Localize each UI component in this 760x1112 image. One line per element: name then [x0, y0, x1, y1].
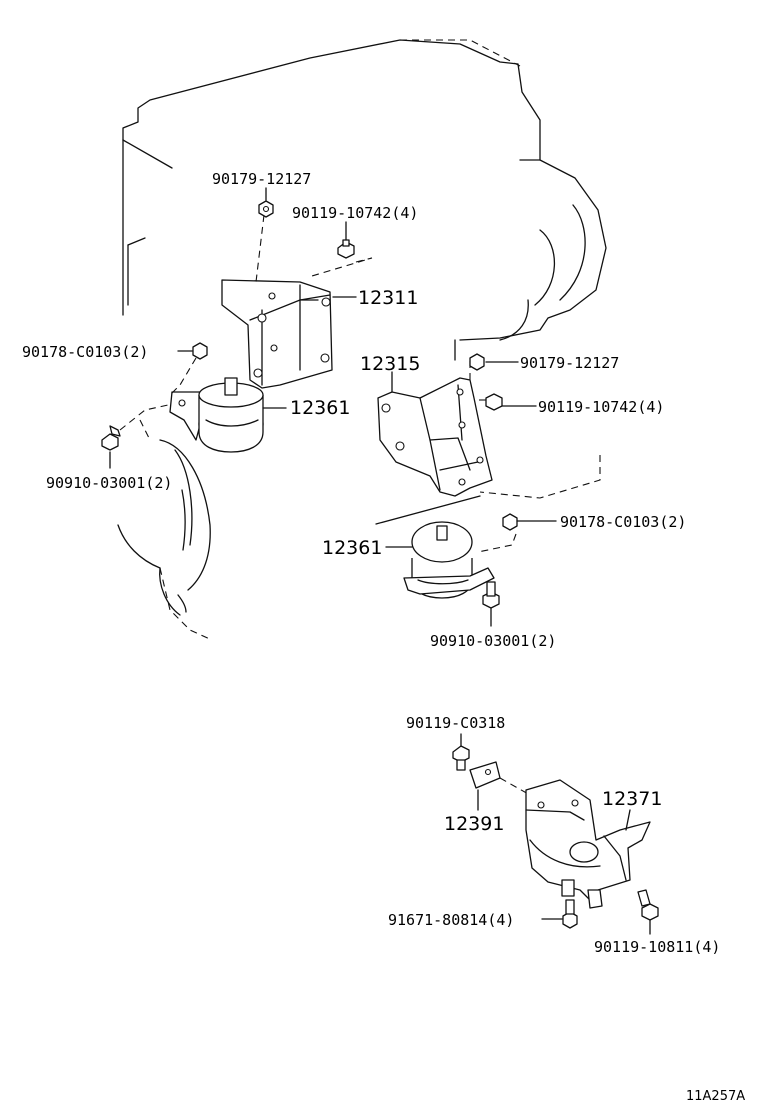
part-number-label: 90178-C0103(2) — [22, 343, 148, 361]
part-number-label: 90910-03001(2) — [430, 632, 556, 650]
part-number-label: 12315 — [360, 353, 420, 375]
part-number-label: 90119-10742(4) — [538, 398, 664, 416]
engine-outline — [117, 39, 607, 641]
leader-lines — [109, 187, 651, 935]
part-number-label: 91671-80814(4) — [388, 911, 514, 929]
part-number-label: 90179-12127 — [212, 170, 311, 188]
part-number-label: 12311 — [358, 287, 418, 309]
part-number-label: 90178-C0103(2) — [560, 513, 686, 531]
part-number-label: 90119-10742(4) — [292, 204, 418, 222]
bolt-icon — [452, 745, 470, 771]
part-number-label: 90119-10811(4) — [594, 938, 720, 956]
bolt-icon — [476, 393, 503, 411]
bolt-icon — [482, 581, 500, 609]
bolt-icon — [637, 889, 659, 921]
part-number-label: 90119-C0318 — [406, 714, 505, 732]
nut-icon — [258, 200, 274, 218]
part-number-label: 90179-12127 — [520, 354, 619, 372]
diagram-reference-code: 11A257A — [686, 1089, 745, 1104]
nut-icon — [192, 342, 208, 360]
part-number-label: 12361 — [290, 397, 350, 419]
bolt-icon — [101, 404, 169, 451]
part-number-label: 12391 — [444, 813, 504, 835]
bolt-icon — [311, 239, 373, 277]
part-number-label: 90910-03001(2) — [46, 474, 172, 492]
part-number-label: 12371 — [602, 788, 662, 810]
insulator-12361-left — [169, 357, 264, 453]
bracket-12311 — [221, 214, 333, 389]
part-number-label: 12361 — [322, 537, 382, 559]
nut-icon — [469, 353, 485, 371]
insulator-12371 — [525, 779, 651, 909]
bracket-12315 — [377, 358, 493, 497]
bolt-icon — [562, 899, 578, 929]
insulator-12361-right — [403, 521, 517, 599]
plate-12391 — [469, 761, 531, 796]
nut-icon — [502, 513, 518, 531]
